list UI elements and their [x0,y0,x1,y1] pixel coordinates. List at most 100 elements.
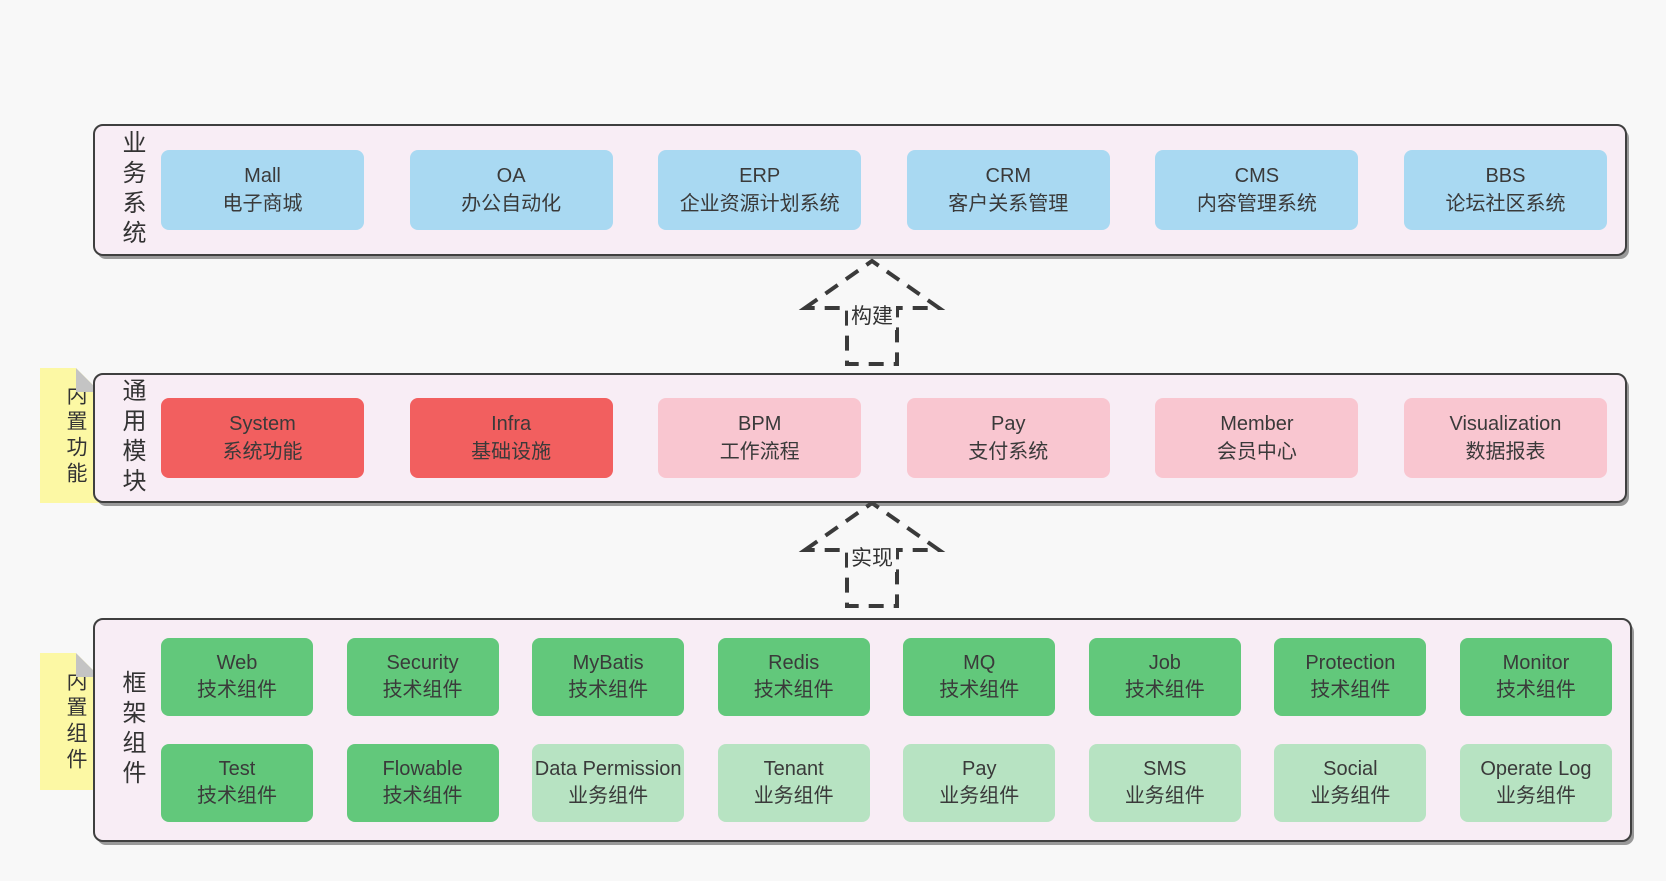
box-name: Security [386,652,459,674]
box-desc: 业务组件 [753,785,834,807]
box-name: Redis [768,652,820,674]
box-security: Security 技术组件 [346,638,499,716]
box-name: Test [218,758,256,780]
box-name: Infra [491,413,532,435]
box-oa: OA 办公自动化 [409,150,613,230]
box-desc: 业务组件 [1310,785,1391,807]
box-desc: 办公自动化 [461,193,562,215]
box-job: Job 技术组件 [1088,638,1241,716]
box-name: CRM [985,165,1032,187]
box-name: MQ [963,652,996,674]
box-member: Member 会员中心 [1155,398,1359,478]
box-name: Flowable [382,758,463,780]
box-desc: 业务组件 [1495,785,1576,807]
box-name: BBS [1485,165,1526,187]
box-desc: 客户关系管理 [948,193,1069,215]
box-crm: CRM 客户关系管理 [906,150,1110,230]
box-desc: 会员中心 [1216,441,1297,463]
box-desc: 业务组件 [1124,785,1205,807]
box-desc: 技术组件 [197,785,277,807]
box-social: Social 业务组件 [1274,744,1427,822]
dashed-up-arrow-icon [798,258,946,366]
box-desc: 业务组件 [568,785,649,807]
box-monitor: Monitor 技术组件 [1459,638,1612,716]
box-desc: 企业资源计划系统 [679,193,840,215]
box-name: Social [1323,758,1378,780]
band-business-systems: 业务系统 Mall 电子商城 OA 办公自动化 ERP 企业资源计划系统 CRM… [93,124,1627,256]
box-desc: 电子商城 [222,193,303,215]
band-framework-components: 框架组件 Web 技术组件 Security 技术组件 MyBatis 技术组件… [93,618,1632,842]
build-arrow: 构建 [797,256,947,370]
box-desc: 基础设施 [471,441,552,463]
box-desc: 内容管理系统 [1196,193,1317,215]
box-name: Tenant [763,758,824,780]
box-mybatis: MyBatis 技术组件 [532,638,685,716]
implement-arrow: 实现 [797,498,947,612]
box-desc: 技术组件 [197,679,277,701]
box-name: Member [1220,413,1294,435]
box-pay-component: Pay 业务组件 [903,744,1056,822]
box-infra: Infra 基础设施 [409,398,613,478]
box-protection: Protection 技术组件 [1274,638,1427,716]
box-desc: 技术组件 [1124,679,1205,701]
box-desc: 技术组件 [568,679,649,701]
box-desc: 支付系统 [968,441,1049,463]
box-operate-log: Operate Log 业务组件 [1459,744,1612,822]
box-name: CMS [1234,165,1280,187]
box-desc: 技术组件 [382,679,463,701]
box-desc: 技术组件 [1310,679,1391,701]
box-name: Pay [991,413,1026,435]
box-desc: 工作流程 [719,441,800,463]
box-mall: Mall 电子商城 [161,150,364,230]
box-name: MyBatis [572,652,644,674]
box-desc: 业务组件 [939,785,1020,807]
box-desc: 论坛社区系统 [1445,193,1566,215]
box-name: Job [1148,652,1181,674]
box-desc: 技术组件 [939,679,1020,701]
dashed-up-arrow-icon [798,500,946,608]
box-mq: MQ 技术组件 [903,638,1056,716]
box-name: Data Permission [534,758,682,780]
box-flowable: Flowable 技术组件 [346,744,499,822]
box-name: Web [216,652,258,674]
box-data-permission: Data Permission 业务组件 [532,744,685,822]
box-desc: 技术组件 [1495,679,1576,701]
box-desc: 技术组件 [382,785,463,807]
box-sms: SMS 业务组件 [1088,744,1241,822]
box-desc: 技术组件 [753,679,834,701]
box-bpm: BPM 工作流程 [658,398,862,478]
sticky-note-built-in-features: 内置功能 [40,368,100,503]
note-label: 内置功能 [64,383,87,488]
box-name: SMS [1143,758,1187,780]
box-name: Visualization [1449,413,1562,435]
box-name: System [229,413,296,435]
sticky-note-built-in-components: 内置组件 [40,653,100,790]
box-system: System 系统功能 [161,398,364,478]
box-name: Monitor [1502,652,1570,674]
box-test: Test 技术组件 [161,744,313,822]
arrow-label: 构建 [848,300,896,330]
box-name: OA [496,165,526,187]
box-web: Web 技术组件 [161,638,313,716]
band-common-modules: 通用模块 System 系统功能 Infra 基础设施 BPM 工作流程 Pay… [93,373,1627,503]
box-pay-system: Pay 支付系统 [906,398,1110,478]
box-desc: 系统功能 [222,441,303,463]
box-visualization: Visualization 数据报表 [1403,398,1607,478]
box-name: Pay [962,758,997,780]
box-bbs: BBS 论坛社区系统 [1403,150,1607,230]
box-desc: 数据报表 [1465,441,1546,463]
box-erp: ERP 企业资源计划系统 [658,150,862,230]
band-label: 框架组件 [118,670,145,790]
box-name: BPM [738,413,782,435]
box-name: Operate Log [1480,758,1592,780]
arrow-label: 实现 [848,542,896,572]
band-label: 通用模块 [118,378,145,498]
box-tenant: Tenant 业务组件 [717,744,870,822]
box-name: Mall [244,165,281,187]
note-label: 内置组件 [64,669,87,774]
box-name: Protection [1305,652,1396,674]
box-name: ERP [739,165,781,187]
box-cms: CMS 内容管理系统 [1155,150,1359,230]
box-redis: Redis 技术组件 [717,638,870,716]
